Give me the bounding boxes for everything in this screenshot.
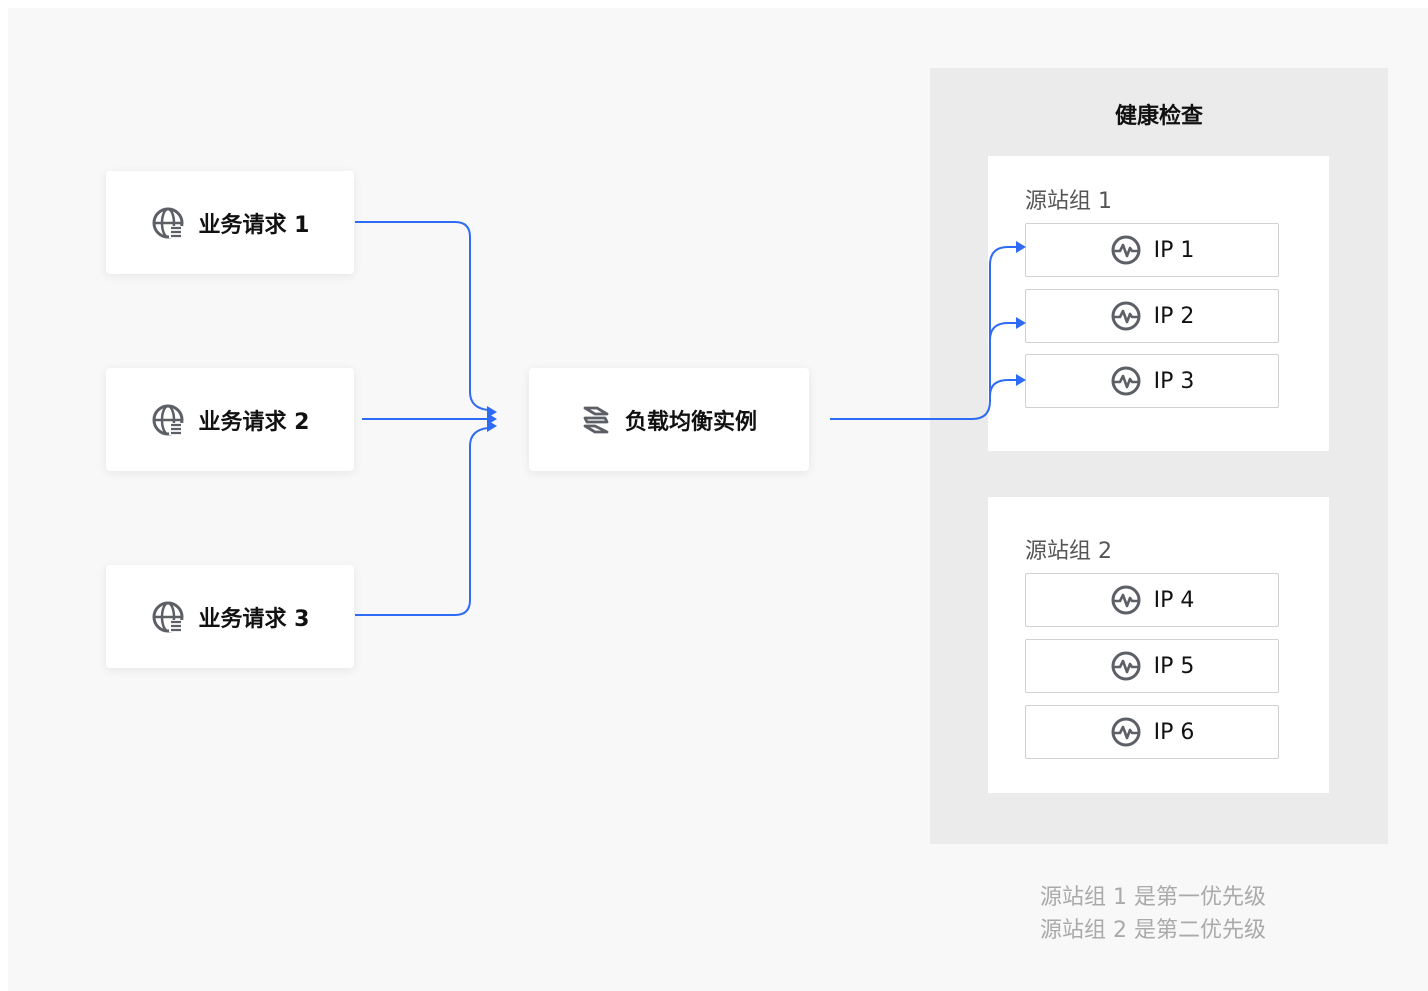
request-card-3: 业务请求 3 <box>106 565 354 668</box>
ip-box-1: IP 1 <box>1025 223 1279 277</box>
heartbeat-icon <box>1110 234 1142 266</box>
heartbeat-icon <box>1110 716 1142 748</box>
load-balancer-label: 负载均衡实例 <box>624 409 757 435</box>
priority-caption-2: 源站组 2 是第二优先级 <box>1040 918 1266 943</box>
request-label-2: 业务请求 2 <box>198 409 310 435</box>
origin-group-2-label: 源站组 2 <box>1025 539 1112 564</box>
heartbeat-icon <box>1110 300 1142 332</box>
globe-icon <box>151 600 185 634</box>
load-balancer-card: 负载均衡实例 <box>529 368 809 471</box>
ip-label: IP 1 <box>1153 237 1195 263</box>
request-label-3: 业务请求 3 <box>198 606 310 632</box>
heartbeat-icon <box>1110 365 1142 397</box>
ip-box-2: IP 2 <box>1025 289 1279 343</box>
ip-label: IP 3 <box>1153 368 1195 394</box>
ip-box-6: IP 6 <box>1025 705 1279 759</box>
load-balancer-icon <box>581 404 611 436</box>
health-check-title: 健康检查 <box>1114 104 1203 129</box>
ip-label: IP 6 <box>1153 719 1195 745</box>
request-card-1: 业务请求 1 <box>106 171 354 274</box>
ip-box-4: IP 4 <box>1025 573 1279 627</box>
priority-caption-1: 源站组 1 是第一优先级 <box>1040 885 1266 910</box>
origin-group-1-label: 源站组 1 <box>1025 189 1112 214</box>
ip-box-5: IP 5 <box>1025 639 1279 693</box>
ip-label: IP 5 <box>1153 653 1195 679</box>
ip-label: IP 2 <box>1153 303 1195 329</box>
heartbeat-icon <box>1110 650 1142 682</box>
ip-label: IP 4 <box>1153 587 1195 613</box>
globe-icon <box>151 403 185 437</box>
heartbeat-icon <box>1110 584 1142 616</box>
request-card-2: 业务请求 2 <box>106 368 354 471</box>
request-label-1: 业务请求 1 <box>198 212 310 238</box>
globe-icon <box>151 206 185 240</box>
ip-box-3: IP 3 <box>1025 354 1279 408</box>
